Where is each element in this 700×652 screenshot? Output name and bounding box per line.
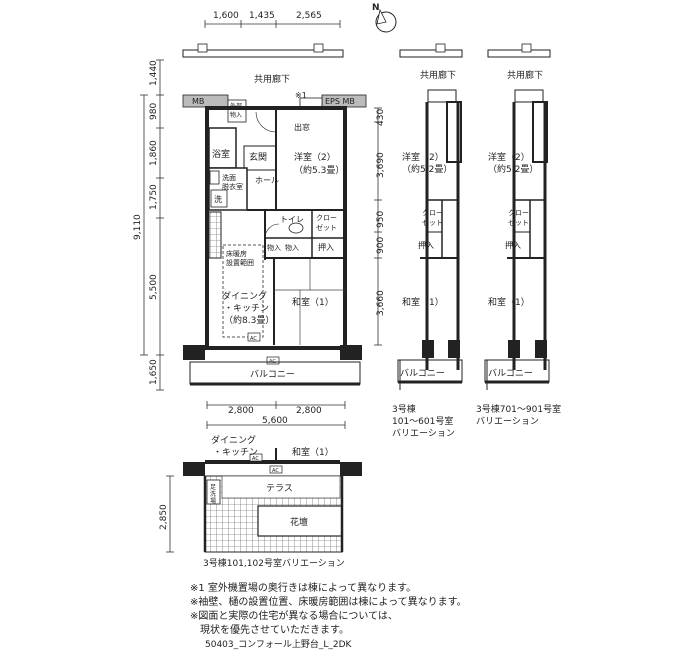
hall-label: ホール xyxy=(255,176,279,185)
bottom-dimension-line xyxy=(206,401,346,429)
dim-left-6: 1,650 xyxy=(149,359,159,385)
dim-left-1: 1,440 xyxy=(149,60,159,86)
bath-label: 浴室 xyxy=(212,148,230,160)
variant-a-western-label-2: （約5.2畳） xyxy=(402,163,452,175)
floor-heating-label-2: 設置範囲 xyxy=(226,258,254,267)
storage-label-1: 物入 xyxy=(267,243,281,252)
washroom-label-2: 脱衣室 xyxy=(222,182,243,191)
terrace-dining-label-1: ダイニング xyxy=(211,434,256,446)
dim-right-5: 3,660 xyxy=(376,290,386,316)
western-room-label-2: （約5.3畳） xyxy=(294,164,344,176)
variant-a-corridor-label: 共用廊下 xyxy=(420,69,456,81)
eps-mb-label: EPS MB xyxy=(325,97,355,106)
compass-north-label: N xyxy=(372,3,380,13)
terrace-ac-label-2: AC xyxy=(272,468,279,474)
entrance-window-label: 出窓 xyxy=(294,122,310,132)
variant-a-balcony-label: バルコニー xyxy=(400,368,445,379)
footer-code: 50403_コンフォール上野台_L_2DK xyxy=(205,640,352,650)
variant-b-plan xyxy=(484,43,551,390)
variant-b-caption-2: バリエーション xyxy=(476,416,539,427)
outdoor-storage-label-2: 物入 xyxy=(230,111,242,119)
note-line-2: ※袖壁、樋の設置位置、床暖房範囲は棟によって異なります。 xyxy=(190,597,467,608)
closet-label-1: クロー xyxy=(316,214,337,222)
variant-a-western-label-1: 洋室（2） xyxy=(402,151,444,163)
note-line-3: ※図面と実際の住宅が異なる場合については、 xyxy=(190,611,398,622)
closet-label-2: ゼット xyxy=(316,223,337,232)
terrace-dining-label-2: ・キッチン xyxy=(213,447,258,458)
mb-label: MB xyxy=(192,97,204,106)
variant-a-caption-1: 3号棟 xyxy=(392,403,416,415)
variant-a-closet-label-1: クロー xyxy=(422,209,443,217)
variant-a-plan xyxy=(397,43,463,390)
dim-bottom-1: 2,800 xyxy=(228,406,254,416)
variant-b-western-label-1: 洋室（2） xyxy=(488,151,530,163)
terrace-label: テラス xyxy=(266,483,293,494)
dim-bottom-2: 2,800 xyxy=(296,406,322,416)
dim-right-1: 430 xyxy=(376,109,386,126)
terrace-plan xyxy=(166,448,362,553)
dim-left-2: 980 xyxy=(149,103,159,120)
variant-a-oshiire-label: 押入 xyxy=(418,240,434,250)
ac-label-1: AC xyxy=(250,336,257,342)
top-dimension-line xyxy=(204,20,341,28)
ac-label-2: AC xyxy=(269,359,276,365)
dim-left-3: 1,860 xyxy=(149,140,159,166)
variant-b-corridor-label: 共用廊下 xyxy=(507,69,543,81)
main-floor-plan xyxy=(182,43,367,386)
variant-a-japanese-label: 和室（1） xyxy=(402,296,444,308)
dining-label-1: ダイニング xyxy=(222,290,267,302)
variant-b-western-label-2: （約5.2畳） xyxy=(488,163,538,175)
foot-wash-label-1: 足 xyxy=(210,484,216,491)
dim-terrace-depth: 2,850 xyxy=(159,504,169,530)
right-dimension-line xyxy=(374,107,382,346)
flower-bed-label: 花壇 xyxy=(290,516,308,528)
balcony-label: バルコニー xyxy=(250,369,295,380)
variant-b-closet-label-2: ゼット xyxy=(508,218,529,227)
foot-wash-label-3: 場 xyxy=(210,497,216,505)
terrace-japanese-label: 和室（1） xyxy=(292,446,334,458)
note-line-4: 現状を優先させていただきます。 xyxy=(190,625,349,636)
variant-b-closet-label-1: クロー xyxy=(508,209,529,217)
variant-a-closet-label-2: ゼット xyxy=(422,218,443,227)
dim-left-4: 1,750 xyxy=(149,184,159,210)
washroom-label-1: 洗面 xyxy=(222,173,236,182)
foot-wash-label-2: 洗 xyxy=(210,490,216,498)
north-compass-icon: N xyxy=(372,3,397,34)
dim-left-5: 5,500 xyxy=(149,274,159,300)
japanese-room-label: 和室（1） xyxy=(292,296,334,308)
outdoor-storage-label-1: 外部 xyxy=(230,102,242,110)
variant-a-caption-3: バリエーション xyxy=(392,428,455,439)
variant-b-japanese-label: 和室（1） xyxy=(488,296,530,308)
variant-b-oshiire-label: 押入 xyxy=(505,240,521,250)
toilet-label: トイレ xyxy=(280,215,304,224)
dining-label-3: （約8.3畳） xyxy=(224,314,274,326)
wash-label: 洗 xyxy=(214,194,222,204)
dim-top-3: 2,565 xyxy=(296,11,322,21)
dim-left-total: 9,110 xyxy=(133,214,143,240)
dining-label-2: ・キッチン xyxy=(224,303,269,314)
genkan-label: 玄関 xyxy=(249,151,267,163)
left-dimension-line xyxy=(140,59,164,391)
dim-right-3: 950 xyxy=(376,211,386,228)
terrace-caption: 3号棟101,102号室バリエーション xyxy=(203,557,345,569)
dim-top-2: 1,435 xyxy=(249,11,275,21)
dim-right-4: 900 xyxy=(376,237,386,254)
dim-right-2: 3,690 xyxy=(376,152,386,178)
note-line-1: ※1 室外機置場の奥行きは棟によって異なります。 xyxy=(190,583,417,594)
terrace-ac-label-1: AC xyxy=(252,456,259,462)
storage-label-2: 物入 xyxy=(285,243,299,252)
variant-b-balcony-label: バルコニー xyxy=(488,368,533,379)
floor-heating-label-1: 床暖房 xyxy=(226,249,247,258)
variant-a-caption-2: 101～601号室 xyxy=(392,415,453,427)
dim-bottom-total: 5,600 xyxy=(262,416,288,426)
variant-b-caption-1: 3号棟701～901号室 xyxy=(476,403,561,415)
oshiire-label: 押入 xyxy=(318,242,334,252)
main-corridor-label: 共用廊下 xyxy=(254,73,290,85)
western-room-label-1: 洋室（2） xyxy=(294,151,336,163)
dim-top-1: 1,600 xyxy=(213,11,239,21)
note-mark-label: ※1 xyxy=(295,91,307,100)
